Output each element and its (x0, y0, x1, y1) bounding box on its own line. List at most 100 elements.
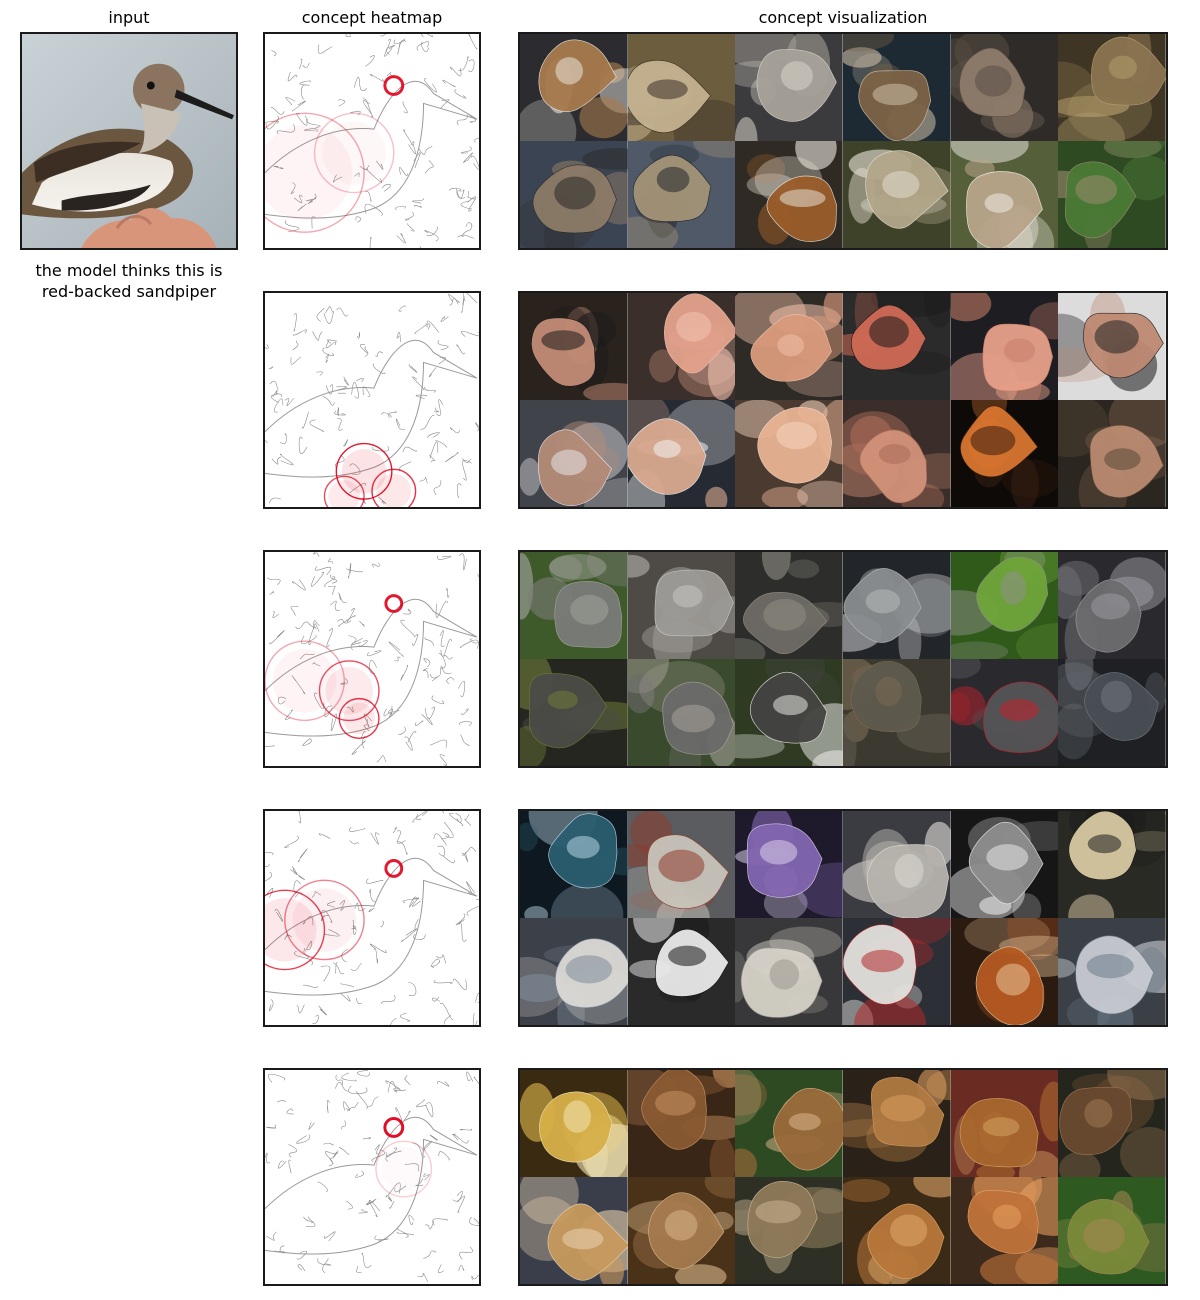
edge-contour (412, 1142, 426, 1158)
edge-contour (407, 731, 417, 743)
edge-contour (273, 398, 284, 413)
cruise-ship-bow-image (735, 918, 843, 1025)
edge-contour (395, 205, 406, 211)
edge-contour (334, 962, 338, 974)
edge-contour (435, 440, 447, 448)
ship-decks-image (842, 811, 951, 918)
heat-activation-fill (265, 125, 353, 221)
concept-tile-crested-bird (627, 141, 736, 248)
edge-contour (369, 888, 376, 902)
edge-contour (416, 1098, 427, 1108)
edge-contour (339, 900, 346, 911)
edge-contour (462, 459, 472, 481)
edge-contour (292, 867, 306, 881)
edge-contour (461, 229, 470, 238)
concept-tile-bread-stall (520, 1177, 628, 1284)
edge-contour (362, 386, 371, 397)
edge-contour (296, 1134, 311, 1144)
edge-contour (352, 919, 357, 935)
edge-contour (349, 840, 359, 845)
heatmap-column-title: concept heatmap (301, 8, 443, 27)
edge-contour (285, 709, 293, 721)
edge-contour (305, 940, 313, 952)
edge-contour (288, 1144, 298, 1158)
edge-contour (424, 1220, 435, 1230)
edge-contour (338, 615, 356, 627)
edge-contour (385, 1080, 401, 1090)
edge-contour (457, 234, 475, 239)
edge-contour (391, 705, 400, 713)
edge-contour (265, 439, 268, 443)
edge-contour (317, 1258, 332, 1266)
edge-contour (402, 101, 408, 114)
edge-contour (429, 673, 440, 682)
edge-contour (429, 454, 436, 463)
terrier-face-image (735, 1070, 843, 1177)
concept-visualization-3 (518, 550, 1168, 768)
edge-contour (267, 1073, 286, 1083)
edge-contour (355, 997, 363, 1005)
edge-contour (338, 1146, 350, 1155)
edge-contour (308, 623, 320, 632)
edge-contour (385, 1147, 398, 1157)
edge-contour (269, 630, 285, 645)
edge-contour (266, 1231, 277, 1241)
edge-contour (433, 407, 440, 413)
edge-contour (412, 198, 425, 204)
edge-contour (439, 629, 445, 647)
concept-heatmap-3 (263, 550, 481, 768)
edge-contour (339, 983, 355, 988)
edge-contour (371, 1149, 386, 1162)
edge-contour (328, 1158, 334, 1167)
edge-contour (400, 1012, 411, 1022)
edge-contour (437, 1081, 450, 1087)
edge-contour (359, 620, 365, 627)
dog-with-red-collar-image (950, 659, 1059, 766)
edge-contour (378, 496, 387, 504)
plover-in-grass-image (842, 141, 951, 248)
edge-contour (388, 641, 404, 657)
edge-contour (423, 657, 431, 668)
red-terrier-image (950, 1177, 1059, 1284)
edge-contour (403, 129, 413, 146)
concept-tile-finger-in-light (950, 400, 1059, 507)
edge-contour (346, 568, 363, 573)
edge-contour (349, 463, 361, 475)
heat-activation (318, 660, 380, 722)
concept-tile-zebra-standing (627, 918, 736, 1025)
edge-contour (265, 1152, 271, 1164)
dog-snout-image (842, 1177, 951, 1284)
edge-contour (284, 933, 292, 940)
edge-contour (432, 996, 440, 1002)
edge-contour (460, 146, 472, 154)
brown-dog-head-image (842, 1070, 951, 1177)
concept-tile-hand-palm (627, 293, 736, 400)
edge-contour (343, 376, 349, 386)
edge-contour (416, 813, 422, 820)
edge-contour (375, 351, 384, 358)
concept-tile-small-shorebird (950, 34, 1059, 141)
concept-tile-sandpiper-grey (735, 34, 843, 141)
edge-contour (470, 638, 479, 644)
edge-contour (355, 1170, 364, 1178)
edge-contour (373, 947, 378, 964)
concept-tile-grey-dog-sitting (842, 552, 951, 659)
edge-contour (312, 662, 321, 667)
edge-contour (424, 386, 436, 393)
edge-contour (301, 411, 309, 429)
black-wolfhound-image (520, 659, 628, 766)
hand-holding-paper-image (627, 400, 736, 507)
edge-contour (427, 432, 440, 438)
edge-contour (309, 419, 324, 432)
edge-contour (438, 1151, 450, 1161)
concept-tile-palm-closeup (950, 293, 1059, 400)
edge-contour (399, 167, 408, 176)
edge-contour (444, 821, 454, 838)
concept-tile-sandpiper-on-sand (520, 34, 628, 141)
edge-contour (408, 1214, 415, 1225)
turnstone-image (735, 141, 843, 248)
concept-tile-thumb-closeup (842, 400, 951, 507)
concept-tile-dog-snout (842, 1177, 951, 1284)
edge-contour (453, 978, 467, 991)
edge-contour (346, 607, 355, 622)
